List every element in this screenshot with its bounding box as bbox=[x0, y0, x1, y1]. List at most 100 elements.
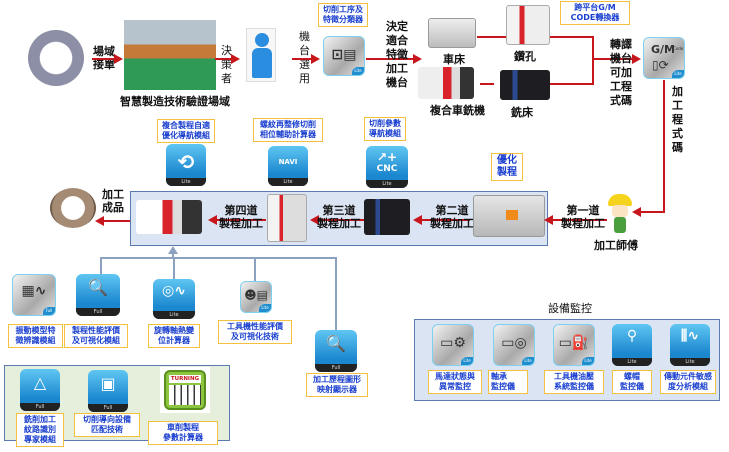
arrow-machine-select bbox=[292, 58, 312, 60]
classifier-module-icon[interactable]: ⊡▤ Lite bbox=[323, 36, 365, 76]
full-badge: Full bbox=[20, 403, 60, 411]
step1-label: 第一道 製程加工 bbox=[561, 204, 605, 230]
cnc-text: CNC bbox=[376, 164, 398, 174]
arrowhead bbox=[413, 54, 422, 64]
brake-part-image bbox=[28, 30, 84, 86]
red-line-to-gm bbox=[592, 58, 632, 60]
face-icon bbox=[612, 205, 628, 217]
gm-converter-label: 跨平台G/M CODE轉換器 bbox=[560, 1, 630, 25]
red-line-turnmill-mill bbox=[480, 83, 494, 85]
step2-machine-image bbox=[364, 199, 410, 235]
decide-machine-label: 決定適合特徵加工機台 bbox=[386, 20, 408, 89]
lite-badge: Lite bbox=[166, 178, 206, 186]
trend-up-icon: ↗+ bbox=[376, 150, 398, 164]
analysis-module-4-label: 工具機性能評價 及可視化技術 bbox=[218, 320, 292, 344]
lite-badge: Lite bbox=[522, 357, 534, 365]
transmission-analysis-icon: ⫼∿ bbox=[680, 328, 700, 344]
arrow-site-order bbox=[92, 58, 114, 60]
graph-magnifier-icon: 🔍 bbox=[326, 334, 346, 353]
lite-badge: Lite bbox=[153, 311, 195, 319]
step3-label: 第三道 製程加工 bbox=[317, 204, 361, 230]
drill-label: 鑽孔 bbox=[514, 50, 536, 63]
machine-select-label: 機台選用 bbox=[299, 30, 310, 85]
optimize-module-2-label: 螺紋再整修切削 相位輔助計算器 bbox=[253, 118, 323, 142]
gray-branch-3 bbox=[254, 257, 256, 281]
finished-part-image bbox=[50, 188, 96, 228]
lite-badge: Lite bbox=[366, 180, 408, 188]
analysis-module-3-label: 旋轉軸熱變 位計算器 bbox=[148, 324, 200, 348]
red-line-gm-down bbox=[663, 80, 665, 213]
lite-badge: Lite bbox=[612, 358, 652, 366]
arrow-step4 bbox=[214, 219, 266, 221]
monitor-item-4-icon[interactable]: ⚲ Lite bbox=[612, 324, 652, 366]
monitoring-title: 設備監控 bbox=[548, 302, 592, 315]
optimize-module-1-icon[interactable]: ⟲ Lite bbox=[166, 144, 206, 186]
red-line-lathe-drill bbox=[477, 36, 509, 38]
decision-maker-figure bbox=[246, 28, 276, 82]
lite-badge: Lite bbox=[582, 357, 594, 365]
analysis-module-5-icon[interactable]: 🔍 Full bbox=[315, 330, 357, 372]
body-icon bbox=[614, 217, 626, 233]
spindle-thermal-icon: ◎∿ bbox=[162, 283, 186, 299]
optimize-module-3-icon[interactable]: ↗+ CNC Lite bbox=[366, 146, 408, 188]
arrowhead-up bbox=[168, 246, 178, 254]
monitor-item-5-icon[interactable]: ⫼∿ Lite bbox=[670, 324, 710, 366]
optimize-process-label: 優化 製程 bbox=[491, 153, 523, 181]
lite-badge: Lite bbox=[259, 304, 271, 312]
turn-mill-image bbox=[418, 67, 474, 99]
monitor-item-3-label: 工具機油壓 系統監控儀 bbox=[544, 370, 604, 394]
bearing-monitor-icon: ▭◎ bbox=[501, 335, 527, 351]
turning-calculator-title: TURNING bbox=[169, 375, 201, 383]
arrow-classifier bbox=[366, 58, 414, 60]
person-body-icon bbox=[252, 48, 272, 78]
arrow-step3 bbox=[318, 219, 364, 221]
monitor-item-1-label: 馬達狀態與 異常監控 bbox=[428, 370, 482, 394]
green-module-3-icon[interactable]: TURNING bbox=[164, 370, 206, 410]
monitor-item-4-label: 螺帽 監控儀 bbox=[612, 370, 652, 394]
step2-label: 第二道 製程加工 bbox=[430, 204, 474, 230]
lathe-image bbox=[428, 18, 476, 48]
lathe-label: 車床 bbox=[443, 53, 465, 66]
gm-code-module-icon[interactable]: G/M Code ▯⟳ Lite bbox=[643, 37, 685, 79]
arrowhead bbox=[231, 54, 240, 64]
step4-label: 第四道 製程加工 bbox=[219, 204, 263, 230]
lite-badge: Lite bbox=[672, 70, 684, 78]
arrowhead bbox=[311, 54, 320, 64]
monitor-item-3-icon[interactable]: ▭⛽ Lite bbox=[553, 324, 595, 366]
gray-branch-2 bbox=[173, 257, 175, 279]
analysis-module-4-icon[interactable]: ☻▤ Lite bbox=[240, 281, 272, 313]
analysis-module-3-icon[interactable]: ◎∿ Lite bbox=[153, 279, 195, 319]
monitor-item-1-icon[interactable]: ▭⚙ Lite bbox=[432, 324, 474, 366]
tool-cycle-icon: ⟲ bbox=[177, 150, 195, 174]
machine-panel bbox=[506, 210, 518, 220]
analysis-module-2-label: 製程性能評價 及可視化模組 bbox=[64, 324, 128, 348]
arrow-finished bbox=[104, 220, 134, 222]
nc-code-label: 加工程式碼 bbox=[672, 85, 683, 154]
optimize-module-2-icon[interactable]: NAVI Lite bbox=[268, 146, 308, 186]
analysis-module-2-icon[interactable]: 🔍 Full bbox=[76, 274, 120, 316]
step4-machine-image bbox=[136, 200, 202, 234]
arrowhead bbox=[114, 54, 123, 64]
green-module-1-icon[interactable]: △ Full bbox=[20, 369, 60, 411]
decision-maker-label: 決策者 bbox=[221, 44, 232, 85]
motor-monitor-icon: ▭⚙ bbox=[440, 335, 466, 351]
factory-photo bbox=[124, 20, 216, 90]
person-icon bbox=[255, 33, 269, 47]
arrow-step2 bbox=[420, 219, 470, 221]
analysis-module-1-icon[interactable]: ▦∿ Full bbox=[12, 274, 56, 316]
mill-label: 銑床 bbox=[511, 106, 533, 119]
monitor-item-2-icon[interactable]: ▭◎ Lite bbox=[493, 324, 535, 366]
green-module-2-icon[interactable]: ▣ Full bbox=[88, 370, 128, 412]
gm-sub: Code bbox=[673, 46, 684, 51]
lite-badge: Lite bbox=[352, 67, 364, 75]
arrow-decision bbox=[215, 58, 231, 60]
nut-search-icon: ⚲ bbox=[626, 328, 638, 344]
full-badge: Full bbox=[315, 364, 357, 372]
lite-badge: Lite bbox=[268, 178, 308, 186]
arrowhead bbox=[208, 215, 217, 225]
arrowhead bbox=[413, 215, 422, 225]
gray-branch-1 bbox=[100, 257, 102, 277]
arrow-step1 bbox=[552, 219, 607, 221]
analysis-module-1-label: 振動模型特 徵辨識模組 bbox=[8, 324, 63, 348]
classifier-label: 切削工序及 特徵分類器 bbox=[318, 3, 368, 27]
